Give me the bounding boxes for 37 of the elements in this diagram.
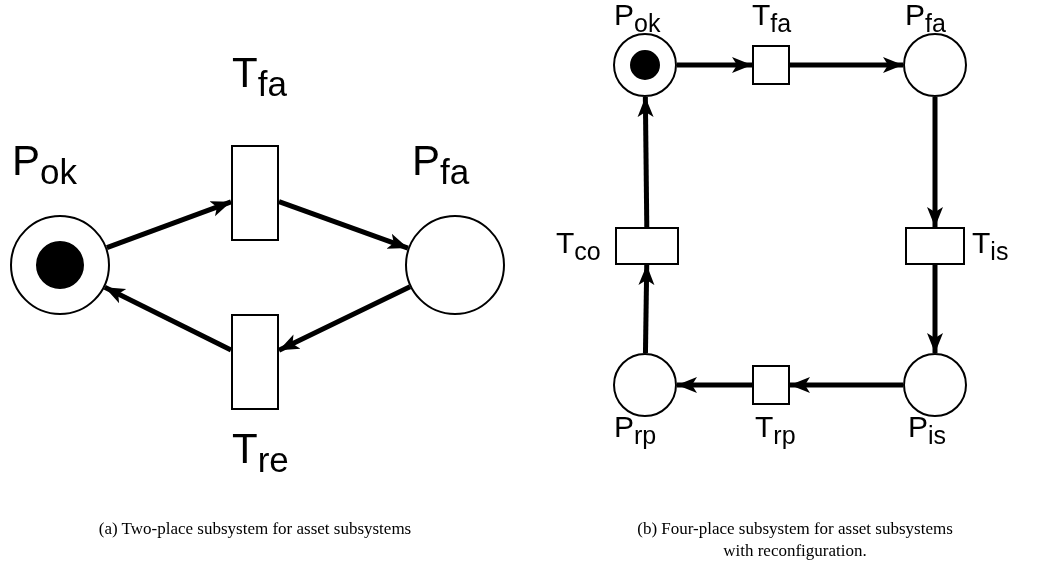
node-label: T$_{is}$ — [972, 228, 1009, 264]
transition-bar — [905, 227, 965, 265]
arrow — [638, 264, 655, 354]
arrow — [677, 57, 752, 73]
place-circle — [613, 33, 677, 97]
transition-bar — [231, 314, 279, 410]
node-label: P$_{ok}$ — [12, 140, 77, 190]
token-dot — [36, 241, 84, 289]
caption: (b) Four-place subsystem for asset subsystems with reconfiguration. — [636, 518, 954, 563]
token-dot — [630, 50, 660, 80]
node-label: P$_{rp}$ — [614, 412, 657, 448]
arrow — [106, 199, 232, 251]
transition-bar — [231, 145, 279, 241]
arrow — [278, 199, 409, 251]
node-label: P$_{ok}$ — [614, 0, 661, 36]
arrow — [790, 377, 903, 393]
transition-bar — [752, 45, 790, 85]
arrow — [927, 97, 943, 227]
node-label: T$_{re}$ — [232, 428, 289, 478]
node-label: T$_{fa}$ — [752, 0, 792, 36]
place-circle — [613, 353, 677, 417]
node-label: T$_{co}$ — [556, 228, 601, 264]
arrow — [790, 57, 903, 73]
place-circle — [903, 353, 967, 417]
caption: (a) Two-place subsystem for asset subsystems — [97, 518, 413, 540]
node-label: T$_{rp}$ — [755, 412, 796, 448]
place-circle — [903, 33, 967, 97]
arrow — [103, 285, 233, 353]
node-label: P$_{fa}$ — [905, 0, 946, 36]
node-label: P$_{fa}$ — [412, 140, 470, 190]
transition-bar — [752, 365, 790, 405]
arrow — [637, 96, 654, 228]
arrow — [927, 265, 943, 353]
arrow — [677, 377, 752, 393]
node-label: P$_{is}$ — [908, 412, 947, 448]
transition-bar — [615, 227, 679, 265]
node-label: T$_{fa}$ — [232, 52, 287, 102]
